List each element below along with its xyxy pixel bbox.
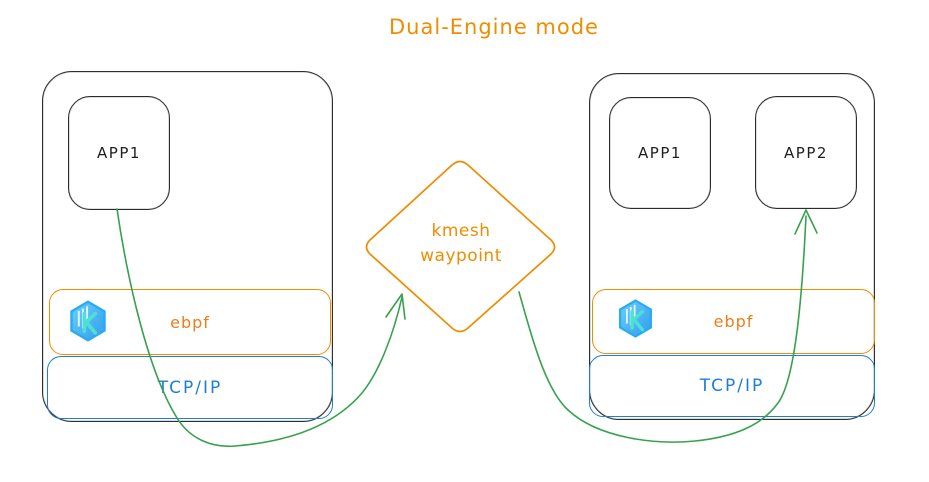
left-app1-box: APP1 — [68, 96, 170, 210]
left-tcpip-label: TCP/IP — [157, 377, 223, 398]
right-app2-box: APP2 — [755, 96, 857, 209]
waypoint-label: kmesh waypoint — [381, 219, 541, 268]
right-tcpip-layer: TCP/IP — [589, 355, 875, 417]
waypoint-label-line2: waypoint — [420, 245, 502, 266]
right-app1-label: APP1 — [638, 144, 682, 162]
kmesh-logo-icon — [70, 300, 106, 342]
right-tcpip-label: TCP/IP — [699, 376, 765, 396]
left-tcpip-layer: TCP/IP — [47, 356, 333, 419]
left-ebpf-label: ebpf — [170, 312, 210, 332]
right-app2-label: APP2 — [784, 143, 828, 162]
right-app1-box: APP1 — [609, 97, 711, 209]
right-ebpf-label: ebpf — [713, 312, 754, 331]
diagram-title: Dual-Engine mode — [389, 15, 599, 39]
left-app1-label: APP1 — [97, 144, 141, 162]
kmesh-logo-icon — [619, 299, 652, 338]
edge-app1-to-waypoint-arrowhead — [385, 293, 406, 320]
waypoint-label-line1: kmesh — [431, 221, 491, 241]
